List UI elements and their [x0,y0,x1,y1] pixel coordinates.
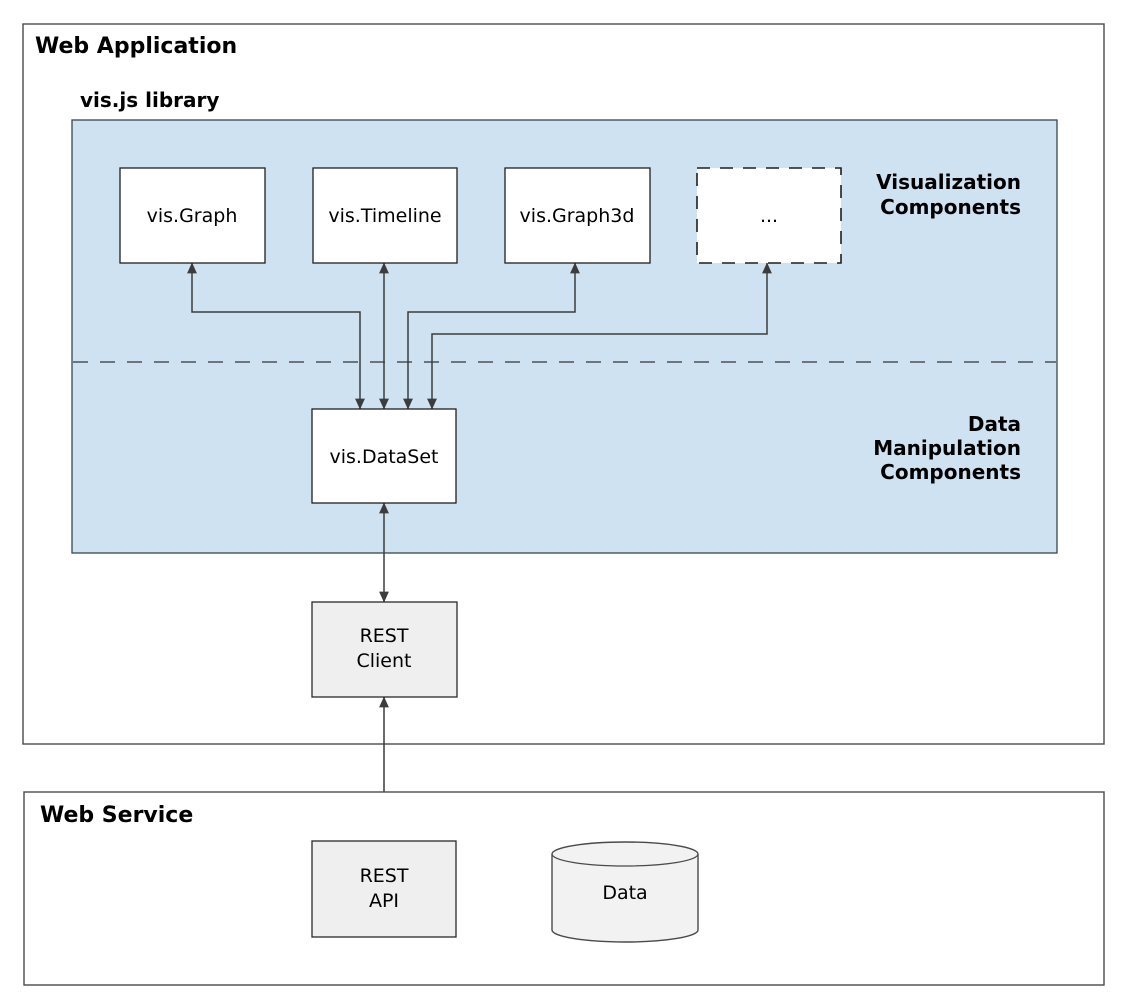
database-cylinder-label: Data [602,882,647,904]
box-rest-api-label-line2: API [369,890,399,912]
box-vis-graph3d [504,167,651,264]
box-rest-api [311,840,457,938]
box-rest-client-label-line1: REST [360,625,409,647]
box-vis-timeline [312,167,458,264]
box-other-components-label: ... [760,205,778,227]
database-cylinder [551,841,699,943]
arrow-other-dataset [427,262,772,410]
box-vis-graph3d-label: vis.Graph3d [520,205,635,227]
data-manipulation-section-label-line2: Manipulation [873,436,1021,460]
data-manipulation-section-label-line1: Data [968,412,1021,436]
box-rest-client [311,601,458,698]
box-rest-api-label-line1: REST [360,865,409,887]
web-service-title: Web Service [40,803,193,828]
box-rest-client-label-line2: Client [356,650,411,672]
database-cylinder-top-edge [551,853,699,867]
visualization-section-label-line1: Visualization [876,170,1021,194]
box-vis-dataset-label: vis.DataSet [329,446,438,468]
visualization-section-label-line2: Components [880,195,1021,219]
web-application-title: Web Application [35,34,237,59]
arrow-graph-dataset [187,262,365,410]
vis-library-title: vis.js library [80,88,219,112]
box-vis-graph [119,167,266,264]
box-vis-dataset [311,408,457,504]
box-vis-timeline-label: vis.Timeline [328,205,441,227]
box-other-components [696,167,842,264]
data-manipulation-section-label-line3: Components [880,460,1021,484]
box-vis-graph-label: vis.Graph [147,205,238,227]
